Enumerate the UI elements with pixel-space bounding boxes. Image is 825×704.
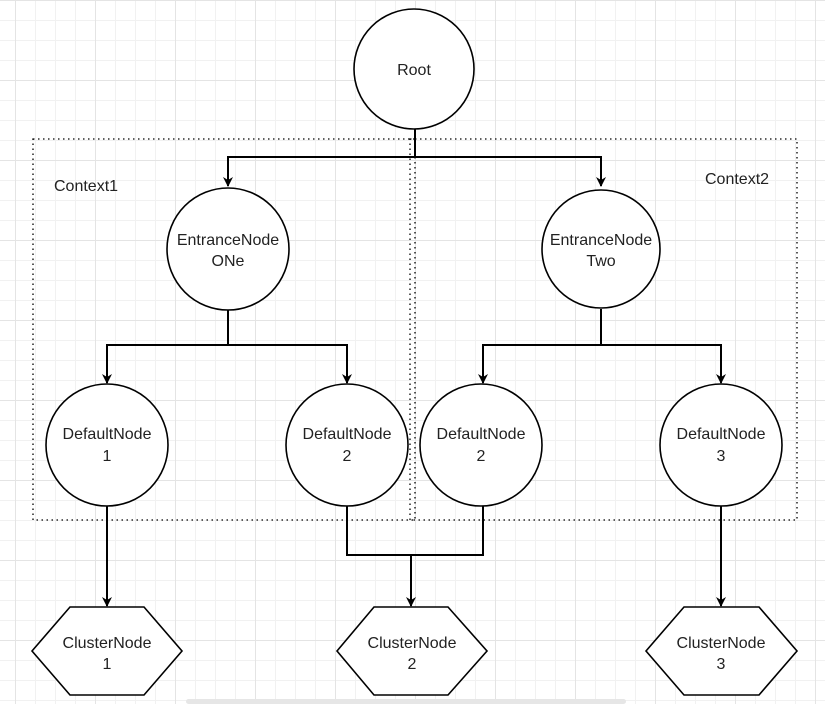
node-label: Root	[397, 62, 431, 79]
cluster-1-hexagon[interactable]	[30, 606, 184, 696]
edge-entrance-one-default-1[interactable]	[102, 309, 229, 384]
node-label: 3	[717, 448, 726, 465]
node-label: DefaultNode	[437, 426, 526, 443]
node-cluster-3[interactable]: ClusterNode 3	[644, 606, 799, 696]
root-circle[interactable]	[353, 8, 475, 130]
default-1-circle[interactable]	[45, 383, 169, 507]
node-label: EntranceNode	[550, 232, 652, 249]
cluster-3-hexagon[interactable]	[644, 606, 799, 696]
node-label: ClusterNode	[677, 635, 766, 652]
node-default-2b[interactable]: DefaultNode 2	[419, 383, 543, 507]
entrance-one-circle[interactable]	[166, 187, 290, 311]
node-label: ClusterNode	[368, 635, 457, 652]
entrance-two-circle[interactable]	[541, 189, 661, 309]
edge-entrance-two-default-3[interactable]	[601, 344, 726, 384]
node-root[interactable]: Root	[353, 8, 475, 130]
edge-root-entrance-two[interactable]	[415, 156, 606, 187]
edge-entrance-one-default-2a[interactable]	[228, 344, 352, 384]
default-2b-circle[interactable]	[419, 383, 543, 507]
node-label: Two	[586, 253, 615, 270]
node-label: ONe	[212, 253, 245, 270]
edge-entrance-two-default-2b[interactable]	[478, 309, 602, 384]
context1-box[interactable]	[32, 138, 416, 521]
context2-label: Context2	[705, 171, 769, 188]
node-label: 2	[408, 656, 417, 673]
context2-box[interactable]	[409, 138, 798, 521]
edges	[102, 128, 726, 607]
edge-root-entrance-one[interactable]	[223, 128, 416, 187]
node-default-2a[interactable]: DefaultNode 2	[285, 383, 409, 507]
node-entrance-two[interactable]: EntranceNode Two	[541, 189, 661, 309]
default-3-circle[interactable]	[659, 383, 783, 507]
node-label: 1	[103, 656, 112, 673]
context1-label: Context1	[54, 178, 118, 195]
node-cluster-1[interactable]: ClusterNode 1	[30, 606, 184, 696]
node-label: ClusterNode	[63, 635, 152, 652]
node-label: 1	[103, 448, 112, 465]
node-label: EntranceNode	[177, 232, 279, 249]
node-label: DefaultNode	[303, 426, 392, 443]
edge-default-2-join[interactable]	[346, 505, 484, 556]
node-label: DefaultNode	[63, 426, 152, 443]
default-2a-circle[interactable]	[285, 383, 409, 507]
node-label: 2	[343, 448, 352, 465]
node-label: 2	[477, 448, 486, 465]
horizontal-scrollbar[interactable]	[186, 699, 626, 704]
node-cluster-2[interactable]: ClusterNode 2	[335, 606, 489, 696]
node-label: 3	[717, 656, 726, 673]
context1-group[interactable]: Context1	[32, 138, 416, 521]
node-label: DefaultNode	[677, 426, 766, 443]
node-entrance-one[interactable]: EntranceNode ONe	[166, 187, 290, 311]
context2-group[interactable]: Context2	[409, 138, 798, 521]
node-default-3[interactable]: DefaultNode 3	[659, 383, 783, 507]
node-default-1[interactable]: DefaultNode 1	[45, 383, 169, 507]
cluster-2-hexagon[interactable]	[335, 606, 489, 696]
